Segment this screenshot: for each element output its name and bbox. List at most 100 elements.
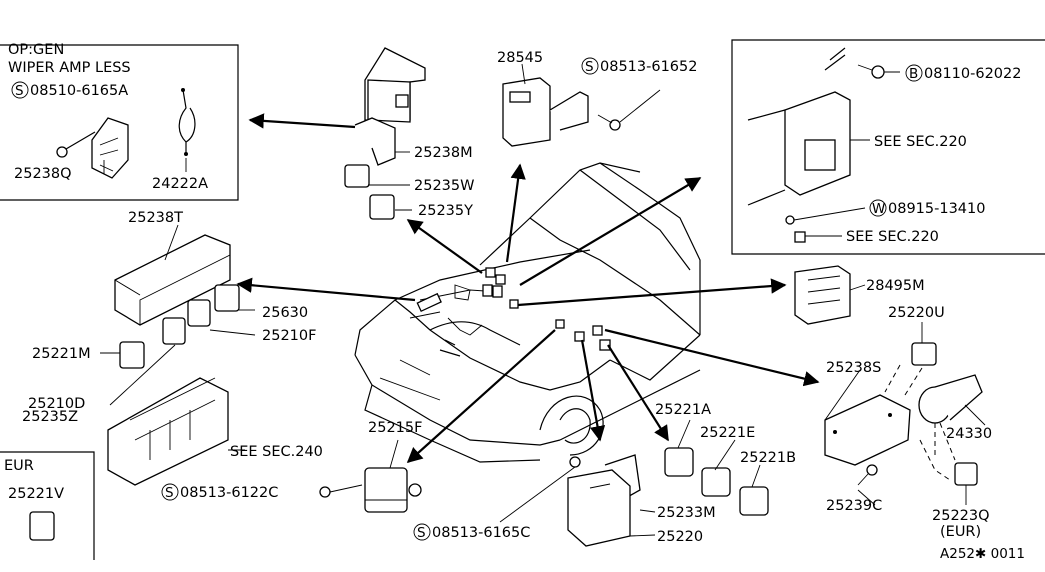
relay-25221m	[119, 341, 145, 369]
label-25221b: 25221B	[740, 450, 796, 466]
screw-08513-6165c	[499, 456, 581, 523]
horn-24330	[918, 374, 983, 424]
relay-25220u	[911, 342, 937, 366]
option-line-1: OP:GEN	[8, 42, 64, 58]
screw-08513-6122c	[319, 484, 363, 498]
part-number-label: 08510-6165A	[30, 83, 128, 99]
relay-bracket-25238m	[354, 47, 426, 166]
arrow-to-28545	[505, 163, 526, 263]
w-prefix: W	[872, 201, 885, 217]
arrow-to-fusebox	[236, 277, 416, 302]
label-25223q: 25223Q	[932, 508, 990, 524]
label-screw-08513-6165c: S 08513-6165C	[413, 523, 530, 541]
relay-28545	[502, 77, 589, 147]
options-note: OP:GEN WIPER AMP LESS	[8, 42, 131, 76]
inset-box-eur	[0, 451, 95, 560]
label-24330: 24330	[946, 426, 992, 442]
arrow-to-25215f	[406, 329, 556, 464]
s-prefix: S	[15, 83, 24, 99]
fuse-block	[107, 377, 229, 486]
relay-25630	[214, 284, 240, 312]
b-prefix: B	[909, 66, 918, 82]
label-25238m: 25238M	[414, 145, 473, 161]
label-eur-note: (EUR)	[940, 524, 981, 540]
arrow-to-25235y	[406, 219, 483, 274]
label-25238q: 25238Q	[14, 166, 72, 182]
screw-08513-61652	[597, 89, 661, 131]
part-number-label: 08513-6122C	[180, 485, 278, 501]
label-25630: 25630	[262, 305, 308, 321]
nut-see-sec220	[794, 231, 842, 243]
part-number-label: 08513-61652	[600, 59, 698, 75]
label-eur-box: EUR	[4, 458, 34, 474]
label-see-sec220-b: SEE SEC.220	[846, 229, 939, 245]
label-25221e: 25221E	[700, 425, 755, 441]
washer-08915-13410	[785, 207, 866, 225]
label-25220: 25220	[657, 529, 703, 545]
fuse-box-cover-25238t	[114, 234, 231, 326]
label-25235w: 25235W	[414, 178, 474, 194]
inset-box-control-unit	[731, 39, 1045, 255]
arrow-to-25238m	[248, 113, 356, 129]
bracket-25238q	[91, 117, 129, 179]
label-screw-08510-6165a: S 08510-6165A	[11, 81, 128, 99]
leader-lines	[99, 63, 986, 537]
unit-28495m	[794, 265, 851, 325]
label-bolt-08110-62022: B 08110-62022	[905, 64, 1022, 82]
bracket-25238s	[824, 394, 911, 466]
s-prefix: S	[585, 59, 594, 75]
label-25220u: 25220U	[888, 305, 945, 321]
label-washer-08915-13410: W 08915-13410	[869, 199, 986, 217]
arrow-to-25238s	[604, 328, 820, 387]
label-25221v: 25221V	[8, 486, 64, 502]
bracket-25239c	[857, 464, 878, 486]
label-screw-08513-61652: S 08513-61652	[581, 57, 698, 75]
relay-25215f	[364, 467, 422, 513]
label-25215f: 25215F	[368, 420, 422, 436]
control-unit	[747, 47, 851, 206]
arrow-to-25233m	[580, 339, 606, 442]
label-25239c: 25239C	[826, 498, 882, 514]
label-25233m: 25233M	[657, 505, 716, 521]
label-28545: 28545	[497, 50, 543, 66]
car-body-illustration	[354, 162, 701, 463]
part-number-label: 08513-6165C	[432, 525, 530, 541]
harness-24222a	[178, 88, 196, 156]
bracket-25233m	[604, 454, 641, 501]
label-25238t: 25238T	[128, 210, 183, 226]
s-prefix: S	[417, 525, 426, 541]
label-25235z: 25235Z	[22, 409, 78, 425]
relay-25221e	[701, 467, 731, 497]
label-25210f: 25210F	[262, 328, 316, 344]
relay-25221b	[739, 486, 769, 516]
diagram-code: A252✱ 0011	[940, 546, 1025, 562]
flasher-25220	[567, 469, 631, 547]
relay-25223q	[954, 462, 978, 486]
label-25235y: 25235Y	[418, 203, 473, 219]
part-number-label: 08110-62022	[924, 66, 1022, 82]
label-24222a: 24222A	[152, 176, 208, 192]
label-25221a: 25221A	[655, 402, 711, 418]
relay-25221v	[29, 511, 55, 541]
option-line-2: WIPER AMP LESS	[8, 60, 131, 76]
relay-25235w	[344, 164, 370, 188]
label-screw-08513-6122c: S 08513-6122C	[161, 483, 278, 501]
arrow-to-28495m	[517, 278, 787, 307]
label-25221m: 25221M	[32, 346, 91, 362]
relay-25235y	[369, 194, 395, 220]
label-see-sec220-a: SEE SEC.220	[874, 134, 967, 150]
label-25238s: 25238S	[826, 360, 881, 376]
label-see-sec240: SEE SEC.240	[230, 444, 323, 460]
arrow-to-25221a	[607, 344, 669, 442]
label-28495m: 28495M	[866, 278, 925, 294]
s-prefix: S	[165, 485, 174, 501]
label-25210d: 25210D	[28, 396, 85, 412]
relay-25210f	[187, 299, 211, 327]
screw-08510-6165a	[56, 131, 96, 158]
inset-box-options	[0, 44, 239, 201]
relay-25221a	[664, 447, 694, 477]
arrow-to-control-unit	[519, 177, 702, 286]
part-number-label: 08915-13410	[888, 201, 986, 217]
bolt-08110-62022	[857, 64, 900, 79]
